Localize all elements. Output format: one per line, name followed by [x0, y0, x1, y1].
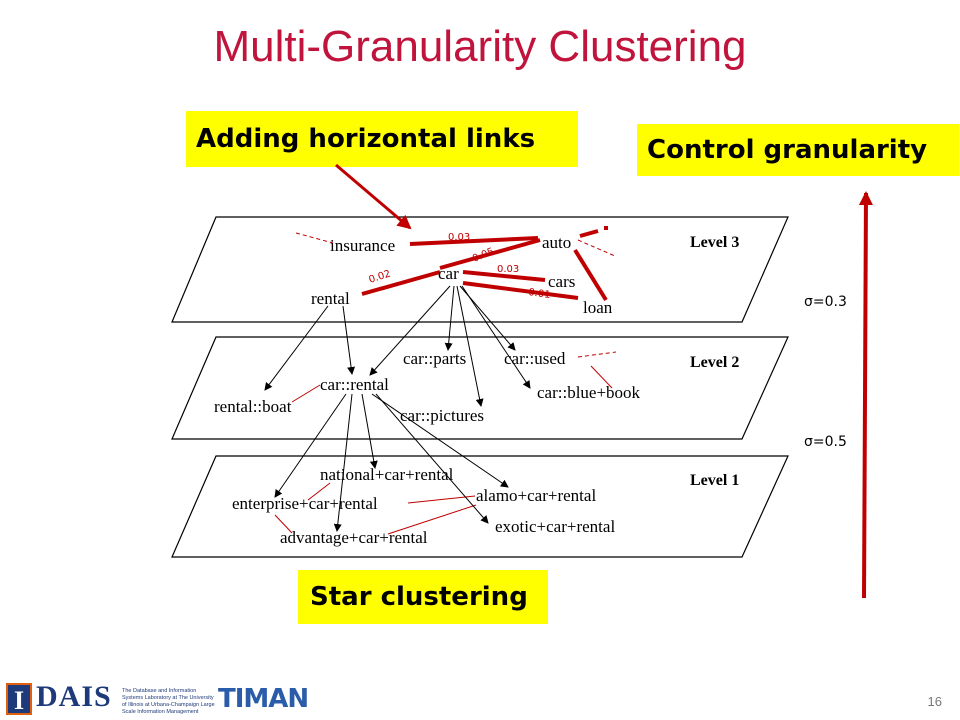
node-advantage-car-rental: advantage+car+rental	[280, 528, 428, 547]
node-rental-boat: rental::boat	[214, 397, 292, 416]
weight-label: 0.03	[448, 232, 470, 243]
node-alamo-car-rental: alamo+car+rental	[476, 486, 596, 505]
hierarchy-arrow	[274, 393, 347, 498]
lab-name: The Database and Information Systems Lab…	[122, 688, 215, 715]
star-link	[307, 482, 331, 501]
node-car-blue-book: car::blue+book	[537, 383, 641, 402]
level1-label: Level 1	[690, 472, 739, 489]
callout-control-granularity: Control granularity	[637, 124, 959, 176]
node-car: car	[438, 264, 459, 283]
node-car-parts: car::parts	[403, 349, 466, 368]
horizontal-link	[361, 270, 441, 296]
weight-label: 0.05	[471, 246, 496, 265]
granularity-arrow	[858, 191, 873, 599]
dashed-link	[295, 232, 334, 244]
star-link	[387, 504, 477, 535]
hierarchy-arrow	[456, 285, 484, 407]
dashed-link	[577, 351, 617, 358]
horizontal-link	[579, 229, 599, 238]
dais-logo: DAIS	[36, 680, 112, 713]
node-car-pictures: car::pictures	[400, 406, 484, 425]
hierarchy-arrow	[264, 305, 329, 391]
hierarchy-arrow	[342, 305, 356, 375]
star-link	[274, 514, 293, 534]
node-national-car-rental: national+car+rental	[320, 465, 454, 484]
horizontal-link	[462, 281, 579, 300]
node-car-rental: car::rental	[320, 375, 389, 394]
timan-logo: TIMAN	[218, 684, 309, 714]
horizontal-link	[439, 238, 541, 270]
weight-label: 0.01	[528, 287, 552, 301]
node-insurance: insurance	[330, 236, 395, 255]
node-rental: rental	[311, 289, 350, 308]
level2-label: Level 2	[690, 354, 739, 371]
hierarchy-arrow	[461, 285, 531, 389]
hierarchy-arrow	[444, 285, 455, 351]
node-enterprise-car-rental: enterprise+car+rental	[232, 494, 378, 513]
horizontal-link	[409, 236, 539, 246]
node-exotic-car-rental: exotic+car+rental	[495, 517, 615, 536]
weight-label: 0.02	[368, 269, 393, 286]
sigma-low: σ=0.5	[804, 434, 847, 450]
hierarchy-arrow	[371, 393, 509, 488]
hierarchy-arrow	[333, 393, 353, 532]
level3-plane	[171, 216, 789, 323]
callout-star-clustering: Star clustering	[298, 570, 548, 624]
level1-plane	[171, 455, 789, 558]
callout-horizontal-links: Adding horizontal links	[186, 111, 578, 167]
horizontal-link	[573, 248, 608, 302]
weight-label: 0.03	[497, 264, 519, 275]
sigma-high: σ=0.3	[804, 294, 847, 310]
node-car-used: car::used	[504, 349, 566, 368]
star-link	[407, 495, 476, 504]
dashed-link	[577, 239, 616, 257]
star-link	[590, 365, 613, 389]
star-link	[291, 384, 321, 403]
hierarchy-arrow	[361, 393, 378, 469]
level2-plane	[171, 336, 789, 440]
node-auto: auto	[542, 233, 571, 252]
callout-arrow	[335, 163, 412, 230]
page-number: 16	[927, 694, 942, 709]
hierarchy-arrow	[375, 393, 489, 524]
slide-title: Multi-Granularity Clustering	[213, 22, 747, 71]
hierarchy-arrow	[369, 285, 451, 376]
horizontal-link	[462, 270, 546, 282]
node-cars: cars	[548, 272, 575, 291]
level3-label: Level 3	[690, 234, 739, 251]
node-loan: loan	[583, 298, 613, 317]
link-mark	[604, 226, 608, 230]
illinois-logo: I	[6, 683, 32, 715]
